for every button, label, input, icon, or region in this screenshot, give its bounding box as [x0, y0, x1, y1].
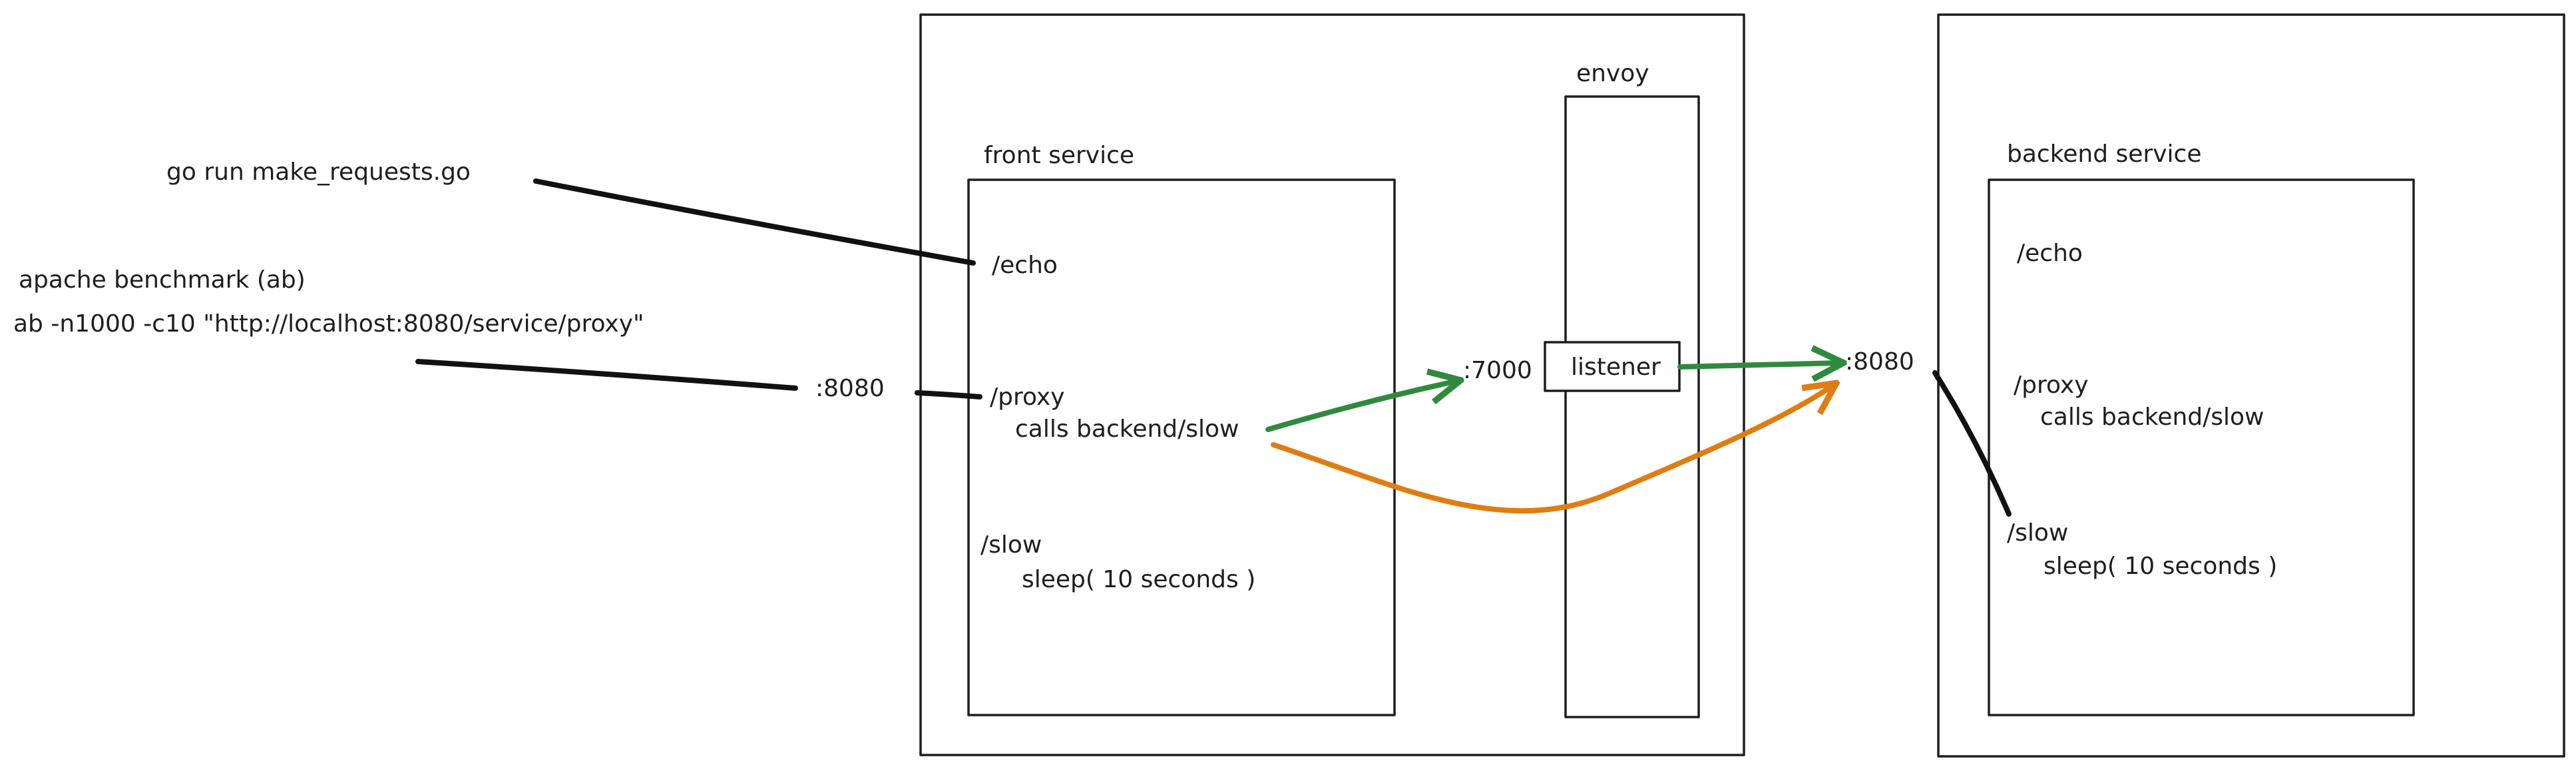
direct-to-backend-arrow [1271, 385, 1834, 514]
ab-title-label: apache benchmark (ab) [19, 266, 306, 294]
front-slow-sleep: sleep( 10 seconds ) [1022, 566, 1255, 593]
go-command-label: go run make_requests.go [166, 158, 471, 186]
port-to-proxy-arrow [915, 390, 982, 399]
envoy-box [1564, 95, 1700, 718]
proxy-to-envoy-arrow [1265, 381, 1458, 432]
listener-label: listener [1571, 354, 1661, 381]
front-proxy-route: /proxy [990, 384, 1065, 411]
front-proxy-call: calls backend/slow [1015, 415, 1239, 443]
front-service-title: front service [984, 142, 1134, 169]
listener-to-backend-arrow [1677, 363, 1840, 367]
backend-port-label: :8080 [1845, 348, 1914, 376]
front-container-box [919, 13, 1745, 756]
backend-echo-route: /echo [2017, 240, 2083, 267]
ab-command-label: ab -n1000 -c10 "http://localhost:8080/se… [13, 310, 644, 338]
backend-port-to-slow-arrow [1932, 370, 2012, 517]
envoy-port-label: :7000 [1463, 357, 1532, 384]
backend-proxy-call: calls backend/slow [2040, 403, 2264, 431]
front-slow-route: /slow [980, 531, 1042, 559]
envoy-title: envoy [1576, 60, 1649, 87]
backend-service-title: backend service [2007, 140, 2201, 168]
go-to-echo-arrow [533, 178, 976, 266]
backend-service-box [1988, 178, 2415, 716]
backend-container-box [1937, 13, 2565, 758]
backend-slow-sleep: sleep( 10 seconds ) [2043, 553, 2277, 580]
backend-slow-route: /slow [2007, 519, 2068, 547]
front-service-box [967, 178, 1396, 716]
backend-proxy-route: /proxy [2014, 372, 2089, 399]
front-echo-route: /echo [992, 252, 1058, 279]
front-port-label: :8080 [815, 375, 885, 402]
ab-to-port-arrow [415, 359, 798, 391]
